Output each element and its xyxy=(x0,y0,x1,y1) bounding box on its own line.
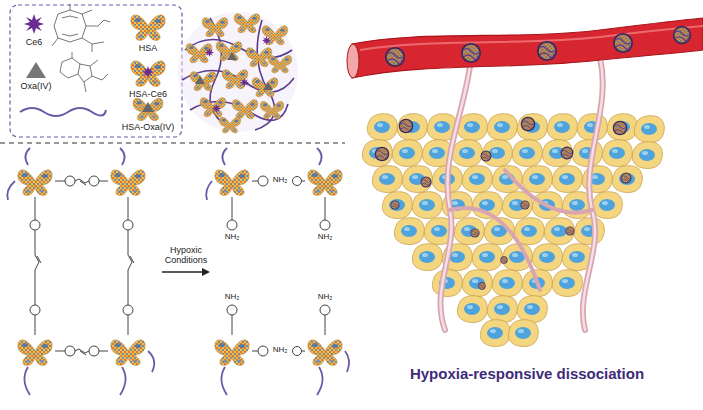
panel-caption: Hypoxia-responsive dissociation xyxy=(372,366,682,383)
condition-label: Hypoxic Conditions xyxy=(158,246,214,266)
separator xyxy=(0,142,345,143)
amine-group: NH₂ xyxy=(314,233,336,242)
amine-group: NH₂ xyxy=(221,233,243,242)
hsa-ce6-icon xyxy=(131,61,165,86)
legend-label: Oxa(IV) xyxy=(11,82,61,92)
ce6-icon xyxy=(24,14,44,34)
oxa-mark xyxy=(142,102,154,112)
nanoparticle xyxy=(178,12,298,133)
amine-group: NH₂ xyxy=(314,293,336,302)
legend-frame xyxy=(10,5,182,137)
amine-group: NH₂ xyxy=(221,293,243,302)
legend-label: Ce6 xyxy=(14,38,54,48)
capillaries xyxy=(441,58,603,330)
amine-group: NH₂ xyxy=(270,346,290,355)
hsa-oxa-icon xyxy=(133,98,163,120)
oxa-structure xyxy=(60,52,108,92)
hsa-icon xyxy=(131,15,165,40)
amine-group: NH₂ xyxy=(270,176,290,185)
tumor-cells xyxy=(362,114,664,347)
legend-label: HSA xyxy=(126,44,170,54)
legend-label: HSA-Ce6 xyxy=(120,90,176,100)
oxa-icon xyxy=(26,62,46,78)
ce6-mark xyxy=(142,66,154,78)
linker-icon xyxy=(20,108,106,116)
reaction-arrow xyxy=(162,268,210,276)
legend-label: HSA-Oxa(IV) xyxy=(117,123,179,133)
ce6-structure xyxy=(52,4,110,52)
blood-vessel xyxy=(347,18,703,78)
crosslinked-network xyxy=(7,148,154,395)
cleaved-network xyxy=(206,148,349,395)
tumor-nanoparticles xyxy=(375,117,632,290)
